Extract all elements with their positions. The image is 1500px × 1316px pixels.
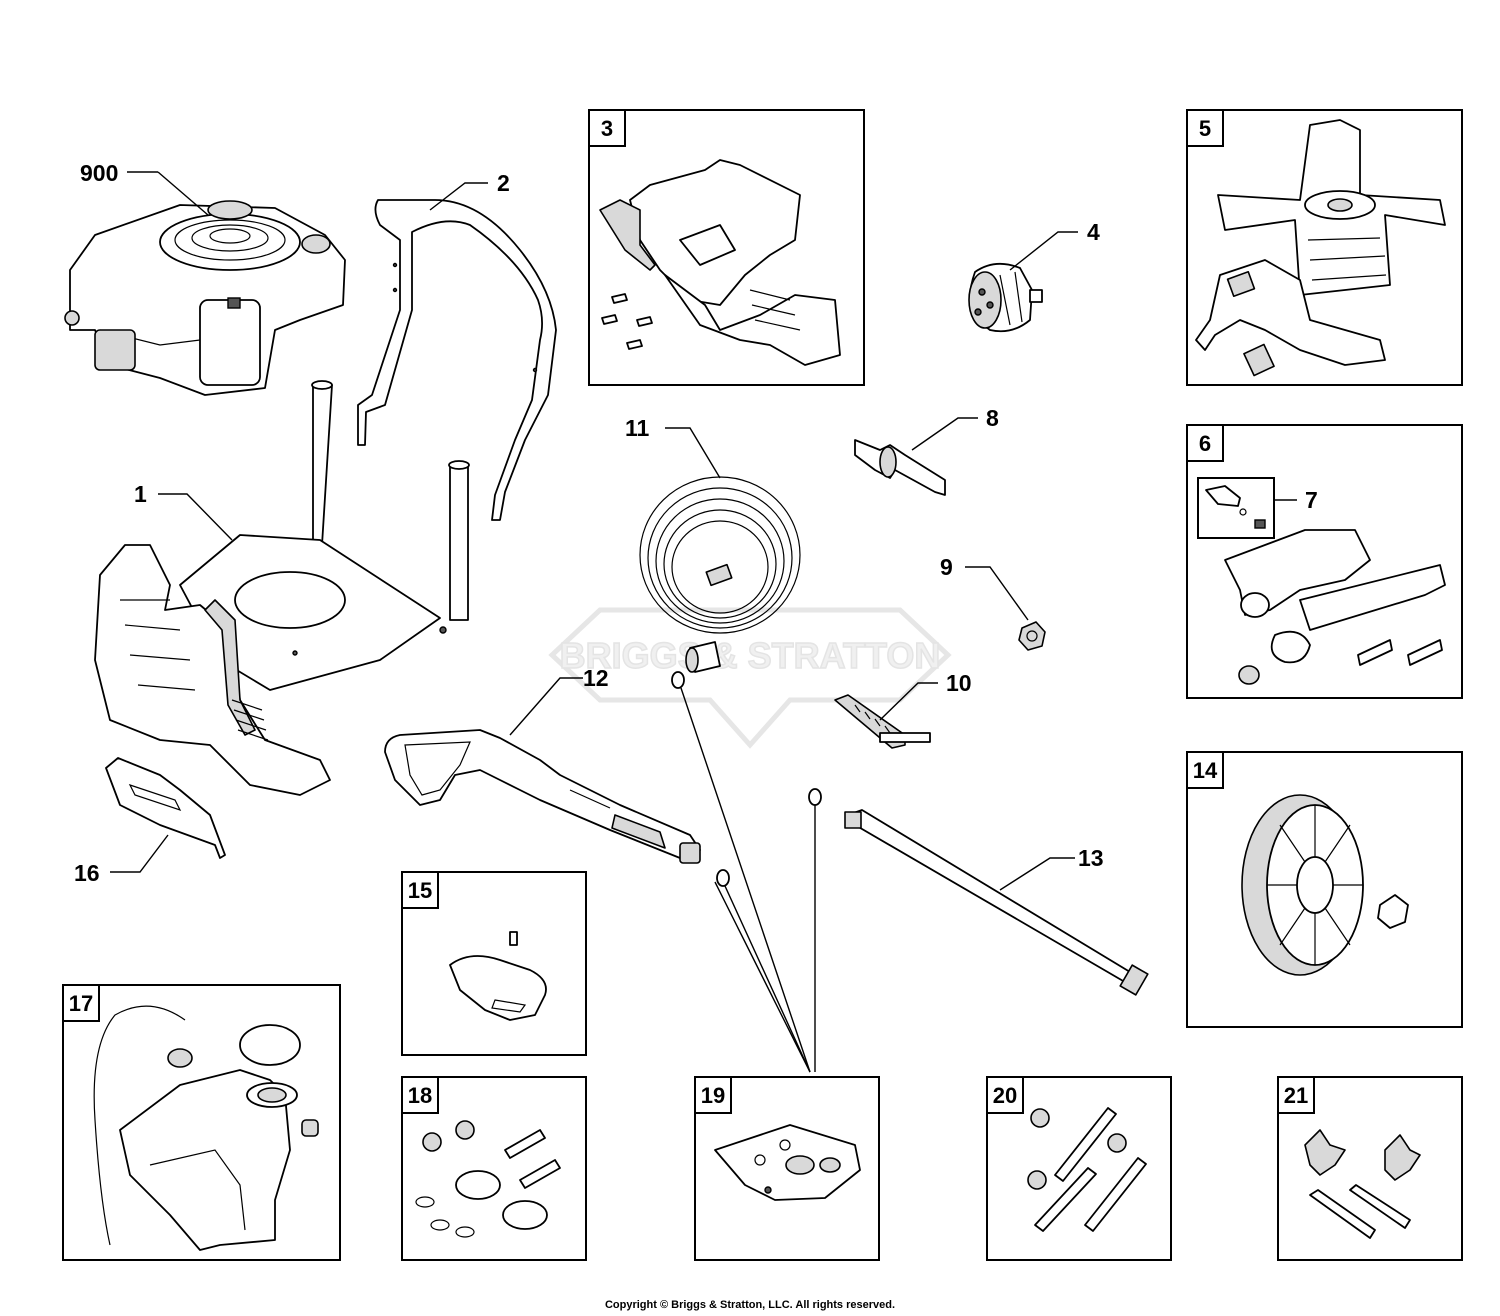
leader-19a (680, 687, 811, 1073)
o-ring-set[interactable] (671, 671, 822, 887)
callout-8: 8 (986, 405, 999, 431)
leader-19b (724, 885, 811, 1073)
leader-11 (665, 427, 721, 479)
leader-19c (714, 881, 811, 1073)
wand-part[interactable] (844, 809, 1149, 996)
spray-gun-part[interactable] (384, 729, 701, 864)
callout-1: 1 (134, 481, 147, 507)
callout-4: 4 (1087, 219, 1100, 245)
leader-16 (110, 834, 169, 873)
box-21[interactable]: 21 (1277, 1076, 1463, 1261)
watermark-text: BRIGGS & STRATTON (560, 635, 941, 676)
callout-13: 13 (1078, 845, 1104, 871)
leader-1 (158, 493, 233, 541)
box-18[interactable]: 18 (401, 1076, 587, 1261)
callout-12: 12 (583, 665, 609, 691)
strap-part[interactable] (834, 694, 931, 749)
callout-11: 11 (625, 415, 650, 441)
leader-900b (157, 171, 209, 216)
box-19-label: 19 (701, 1083, 725, 1108)
box-18-label: 18 (408, 1083, 432, 1108)
shaft-part[interactable] (854, 439, 946, 496)
leader-8 (911, 417, 978, 451)
box-5[interactable]: 5 (1186, 109, 1463, 386)
handle-part[interactable] (357, 199, 557, 521)
callout-2: 2 (497, 170, 510, 196)
box-15[interactable]: 15 (401, 871, 587, 1056)
box-17[interactable]: 17 (62, 984, 341, 1261)
box-21-label: 21 (1284, 1083, 1308, 1108)
box-3[interactable]: 3 (588, 109, 865, 386)
callout-7: 7 (1305, 487, 1318, 513)
box-6[interactable]: 6 (1186, 424, 1463, 699)
brand-watermark: BRIGGS & STRATTON (548, 607, 952, 749)
leader-9 (965, 566, 1029, 621)
valve-part[interactable] (968, 262, 1043, 333)
box-7[interactable] (1197, 477, 1275, 539)
bolt-set (601, 293, 653, 350)
box-14[interactable]: 14 (1186, 751, 1463, 1028)
nut-part[interactable] (1018, 621, 1046, 651)
box-14-label: 14 (1193, 758, 1218, 783)
box-15-label: 15 (408, 878, 432, 903)
box-6-label: 6 (1199, 431, 1211, 456)
leader-13 (999, 857, 1075, 891)
callout-900: 900 (80, 160, 118, 186)
box-19[interactable]: 19 (694, 1076, 880, 1261)
plate-part[interactable] (105, 757, 226, 859)
leader-12 (509, 677, 583, 736)
engine-part[interactable] (64, 200, 346, 396)
box-20[interactable]: 20 (986, 1076, 1172, 1261)
box-17-label: 17 (69, 991, 93, 1016)
frame-part[interactable] (94, 380, 470, 796)
box-3-label: 3 (601, 116, 613, 141)
leader-10 (879, 682, 938, 721)
leader-2 (429, 182, 488, 211)
hose-part[interactable] (639, 476, 801, 673)
copyright-notice: Copyright © Briggs & Stratton, LLC. All … (604, 1299, 896, 1311)
callout-10: 10 (946, 670, 972, 696)
callout-9: 9 (940, 554, 953, 580)
callout-16: 16 (74, 860, 100, 886)
box-20-label: 20 (993, 1083, 1017, 1108)
box-5-label: 5 (1199, 116, 1211, 141)
leader-4 (1009, 231, 1078, 271)
